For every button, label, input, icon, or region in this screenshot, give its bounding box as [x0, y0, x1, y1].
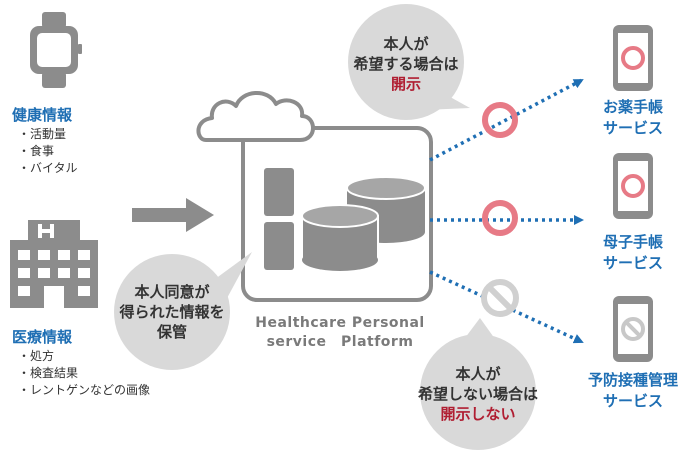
no-disclose-bubble [420, 318, 536, 450]
no-disclose-bubble-text: 本人が 希望しない場合は 開示しない [417, 365, 538, 423]
hospital-icon [10, 220, 98, 308]
medical-info-item: ・検査結果 [18, 366, 79, 380]
service-label-okusuri: お薬手帳 サービス [602, 98, 663, 137]
service-label-vaccination: 予防接種管理 サービス [587, 371, 678, 410]
health-info-title: 健康情報 [12, 106, 73, 124]
medical-info-item: ・処方 [18, 349, 55, 363]
allowed-ring-icon [482, 102, 518, 138]
allowed-ring-icon [482, 200, 518, 236]
phone-icon-blocked [613, 296, 653, 362]
health-info-item: ・バイタル [18, 161, 78, 175]
input-arrow [132, 198, 214, 232]
prohibited-icon [481, 279, 519, 317]
phone-icon-allowed [613, 153, 653, 219]
health-info-item: ・活動量 [18, 127, 67, 141]
platform-name: Healthcare Personal service Platform [255, 315, 425, 350]
server-block-bottom [264, 222, 294, 270]
cloud-icon [196, 91, 315, 142]
disclose-bubble [348, 4, 470, 120]
phone-icon-allowed [613, 25, 653, 91]
health-info-item: ・食事 [18, 144, 55, 158]
medical-info-title: 医療情報 [12, 328, 73, 346]
consent-bubble [114, 252, 252, 370]
disclose-bubble-text: 本人が 希望する場合は 開示 [353, 35, 459, 93]
smartwatch-icon [30, 12, 82, 88]
medical-info-item: ・レントゲンなどの画像 [18, 383, 151, 397]
arrow-to-service-1 [429, 78, 584, 162]
service-label-boshi: 母子手帳 サービス [602, 233, 663, 272]
database-icon-front [301, 204, 379, 271]
consent-bubble-text: 本人同意が 得られた情報を 保管 [119, 283, 225, 341]
server-block-top [264, 168, 294, 216]
